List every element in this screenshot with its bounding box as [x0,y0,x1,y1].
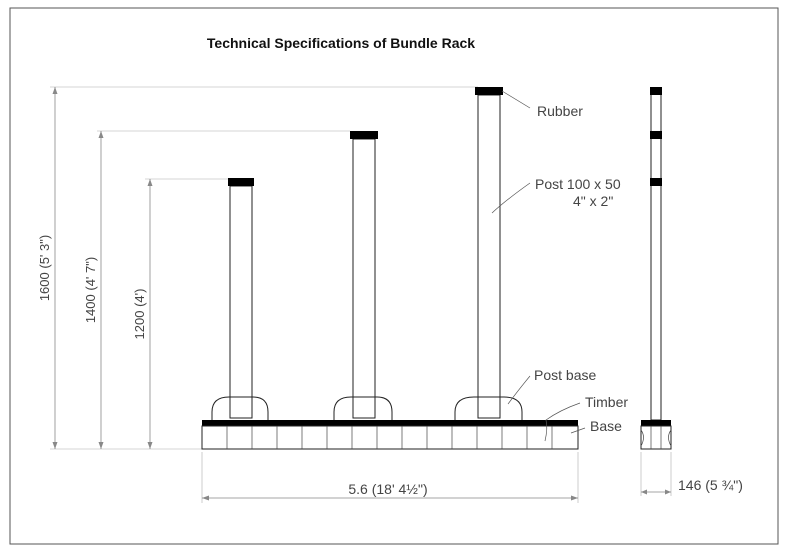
width-label: 146 (5 ¾") [678,477,743,493]
height-dimension-1200: 1200 (4') [132,178,228,449]
side-timber [641,420,671,426]
post-1600 [475,87,503,419]
drawing-title: Technical Specifications of Bundle Rack [207,35,475,51]
callout-rubber: Rubber [501,90,583,119]
callout-timber: Timber [544,394,628,442]
height-dimension-1600: 1600 (5' 3") [37,86,478,450]
post-1400 [350,131,378,419]
length-dimension: 5.6 (18' 4½") [201,452,579,503]
width-dimension: 146 (5 ¾") [640,452,743,496]
callout-timber-label: Timber [585,394,628,410]
rubber-cap-1600 [475,87,503,95]
callout-base: Base [570,418,622,434]
rubber-cap-1400 [350,131,378,139]
height-label-1200: 1200 (4') [132,289,147,340]
post-1200 [228,178,254,419]
length-label: 5.6 (18' 4½") [348,481,427,497]
height-dimension-1400: 1400 (4' 7") [83,130,350,449]
callout-post-label-1: Post 100 x 50 [535,176,621,192]
rubber-cap-1200 [228,178,254,186]
side-rubber-cap-1200 [650,178,662,186]
side-rubber-cap-1600 [650,87,662,95]
callout-rubber-label: Rubber [537,103,583,119]
post-base-3 [454,396,523,420]
height-label-1400: 1400 (4' 7") [83,257,98,323]
callout-base-label: Base [590,418,622,434]
side-view [640,87,672,450]
drawing-border [9,7,779,545]
height-label-1600: 1600 (5' 3") [37,235,52,301]
base-beam [201,425,579,450]
callout-post-base-label: Post base [534,367,596,383]
post-base-1 [211,396,269,420]
post-base-2 [333,396,393,420]
callout-post-label-2: 4" x 2" [573,193,613,209]
base-beam-segments [226,426,553,449]
timber-strip [202,420,578,426]
callout-post: Post 100 x 50 4" x 2" [491,176,621,214]
side-rubber-cap-1400 [650,131,662,139]
callout-post-base: Post base [507,367,596,405]
